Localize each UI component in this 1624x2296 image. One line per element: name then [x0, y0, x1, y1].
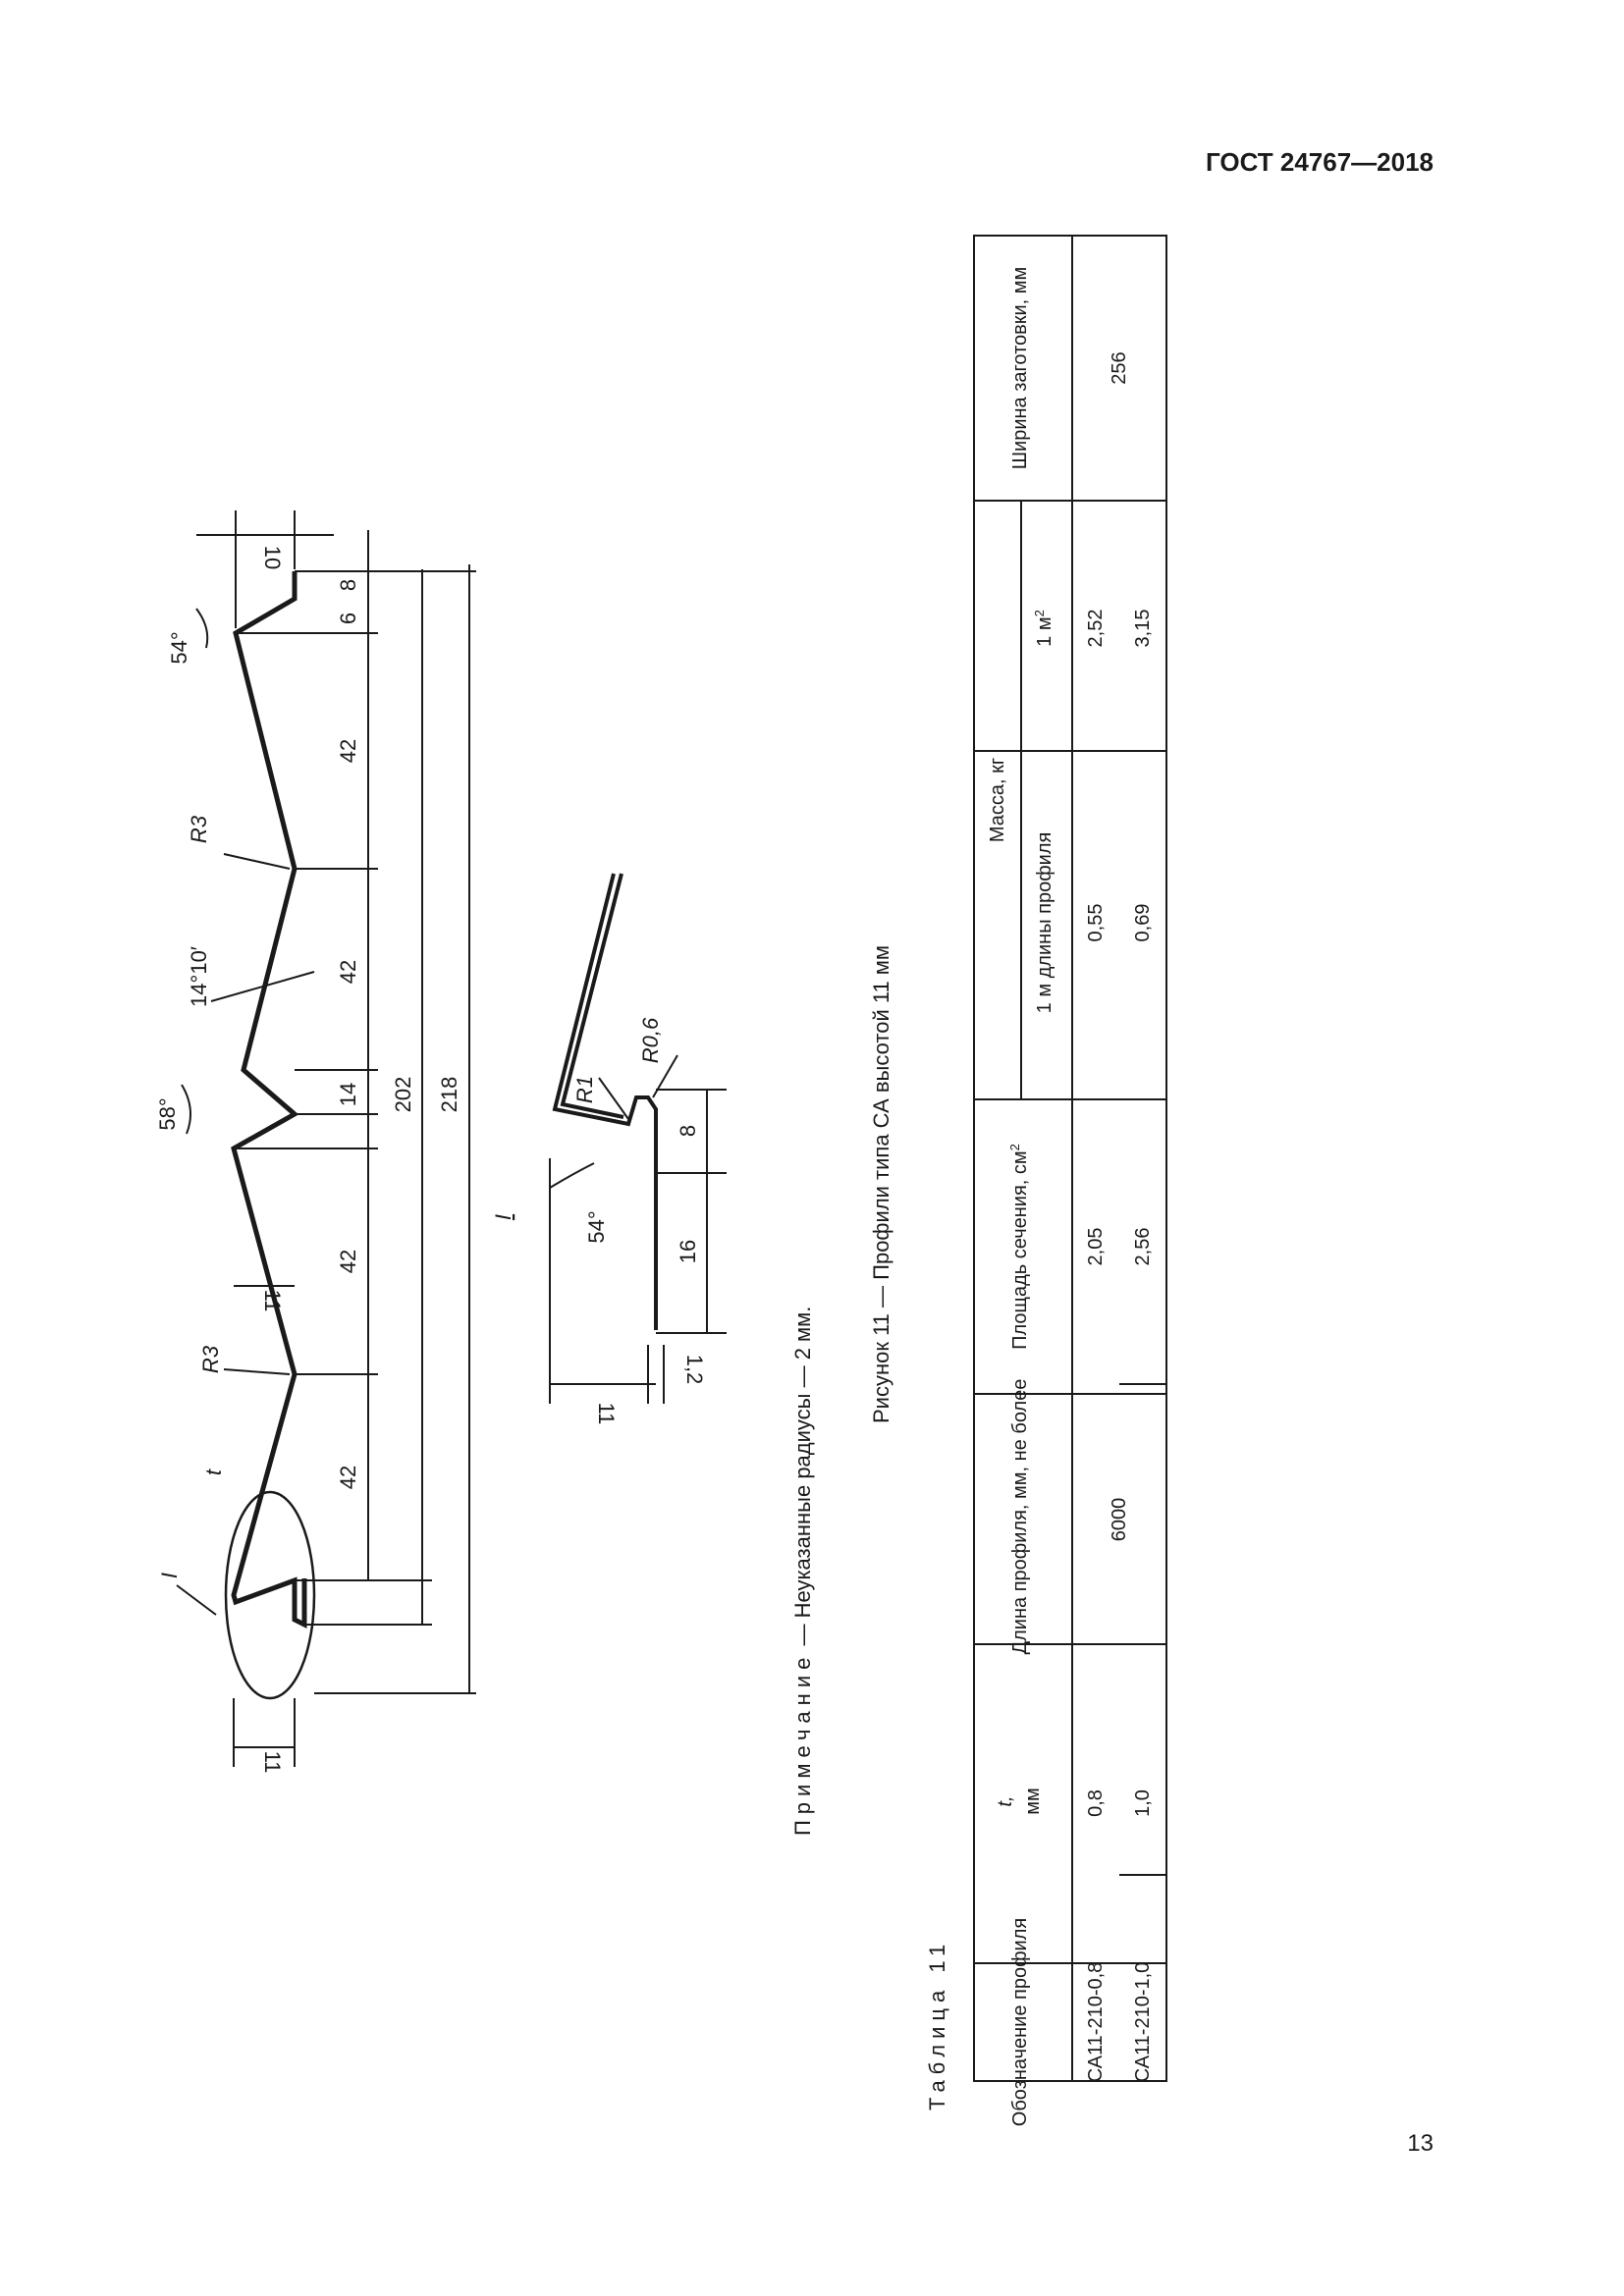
page-number: 13	[1407, 2130, 1434, 2157]
dim-10: 10	[260, 546, 285, 569]
detail-r06: R0,6	[638, 1017, 663, 1063]
th-mass-1m: 1 м длины профиля	[1034, 832, 1056, 1014]
detail-mark: I	[491, 1214, 515, 1220]
th-mass-1m2-label: 1 м	[1034, 616, 1056, 646]
th-length: Длина профиля, мм, не более	[1009, 1379, 1031, 1655]
row2-area: 2,56	[1132, 1228, 1154, 1266]
row1-mass-1m: 0,55	[1085, 904, 1107, 942]
th-mass-1m2: 1 м2	[1032, 610, 1056, 647]
row1-mass-1m2: 2,52	[1085, 610, 1107, 648]
dim-14: 14	[336, 1083, 360, 1106]
dim-202: 202	[391, 1077, 415, 1113]
detail-dim-1-2: 1,2	[682, 1355, 707, 1385]
standard-number: ГОСТ 24767—2018	[1206, 147, 1434, 177]
th-area-label: Площадь сечения, см	[1009, 1150, 1031, 1350]
row1-designation: СА11-210-0,8	[1085, 1962, 1107, 2083]
radius-r3-b: R3	[198, 1345, 223, 1373]
dim-8: 8	[336, 579, 360, 591]
dim-11-b: 11	[260, 1751, 285, 1774]
spec-table-grid	[973, 235, 1167, 2082]
detail-r1: R1	[572, 1076, 597, 1103]
dim-42-b: 42	[336, 960, 360, 984]
th-area-sup: 2	[1007, 1144, 1022, 1150]
figure-caption: Рисунок 11 — Профили типа СА высотой 11 …	[869, 945, 893, 1423]
detail-callout: I	[157, 1573, 182, 1578]
detail-profile	[552, 873, 658, 1330]
detail-angle-54: 54°	[584, 1210, 609, 1243]
dim-42-a: 42	[336, 739, 360, 763]
detail-dim-8: 8	[676, 1125, 700, 1137]
dim-218: 218	[437, 1077, 461, 1113]
row2-mass-1m: 0,69	[1132, 904, 1154, 942]
note: Примечание — Неуказанные радиусы — 2 мм.	[790, 1307, 815, 1836]
th-designation: Обозначение профиля	[1009, 1918, 1031, 2126]
row2-t: 1,0	[1132, 1789, 1154, 1817]
profile-outline	[231, 571, 307, 1629]
th-width: Ширина заготовки, мм	[1009, 267, 1031, 470]
width-value: 256	[1109, 351, 1130, 384]
angle-54-top: 54°	[167, 631, 191, 664]
th-mass-1m2-sup: 2	[1032, 610, 1047, 616]
note-prefix: Примечание	[790, 1652, 815, 1836]
dim-42-c: 42	[336, 1250, 360, 1273]
note-text: — Неуказанные радиусы — 2 мм.	[790, 1307, 815, 1652]
row1-area: 2,05	[1085, 1228, 1107, 1266]
angle-58: 58°	[155, 1097, 180, 1130]
th-t-unit: мм	[1022, 1788, 1044, 1815]
angle-14-10: 14°10′	[187, 946, 211, 1007]
detail-dim-16: 16	[676, 1240, 700, 1263]
length-value: 6000	[1109, 1498, 1130, 1542]
row2-mass-1m2: 3,15	[1132, 610, 1154, 648]
row1-t: 0,8	[1085, 1789, 1107, 1817]
dim-11-a: 11	[260, 1290, 285, 1312]
thickness-t: t	[201, 1468, 226, 1475]
radius-r3-a: R3	[187, 815, 211, 843]
table-caption: Таблица 11	[925, 1939, 949, 2110]
th-t: t,	[995, 1795, 1016, 1806]
detail-ellipse	[224, 1490, 316, 1700]
dim-6: 6	[336, 613, 360, 624]
th-area: Площадь сечения, см2	[1007, 1144, 1032, 1350]
row2-designation: СА11-210-1,0	[1132, 1962, 1154, 2083]
th-mass: Масса, кг	[987, 758, 1008, 842]
detail-dim-11: 11	[594, 1403, 619, 1425]
dim-42-d: 42	[336, 1466, 360, 1489]
